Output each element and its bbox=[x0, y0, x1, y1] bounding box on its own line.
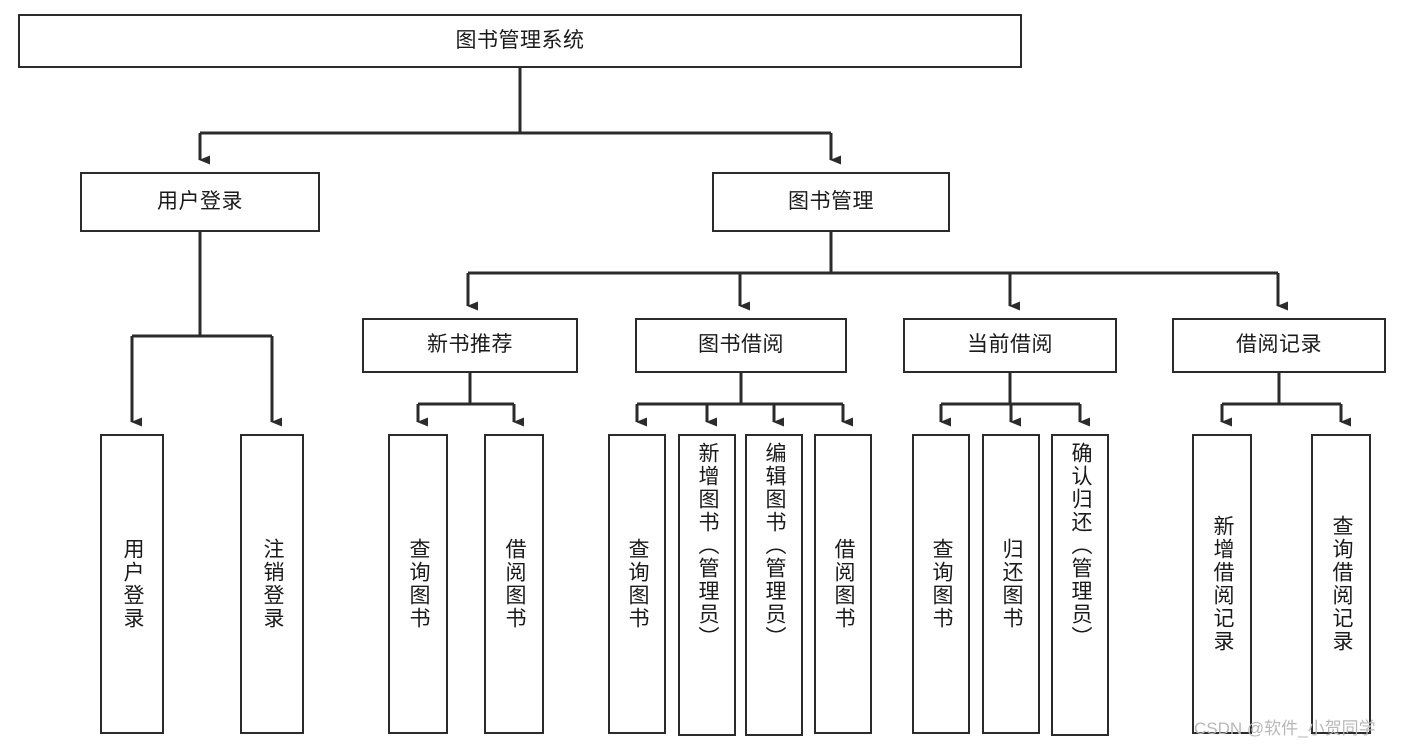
node-leaf-logout[interactable]: 注销登录 bbox=[240, 434, 304, 734]
node-leaf-add-book-label: 新增图书（管理员） bbox=[696, 442, 720, 649]
node-leaf-user-login-label: 用户登录 bbox=[121, 538, 145, 630]
node-new-book-rec[interactable]: 新书推荐 bbox=[362, 318, 578, 373]
node-current-borrow-label: 当前借阅 bbox=[967, 333, 1053, 357]
node-leaf-return-book[interactable]: 归还图书 bbox=[982, 434, 1040, 734]
node-user-login-label: 用户登录 bbox=[157, 189, 243, 213]
node-leaf-confirm-return-label: 确认归还（管理员） bbox=[1069, 442, 1093, 649]
node-borrow-record[interactable]: 借阅记录 bbox=[1172, 318, 1386, 373]
node-leaf-edit-book-label: 编辑图书（管理员） bbox=[763, 442, 787, 649]
node-leaf-query-record-label: 查询借阅记录 bbox=[1330, 515, 1354, 653]
node-leaf-query-book-2-label: 查询图书 bbox=[626, 538, 650, 630]
node-borrow-record-label: 借阅记录 bbox=[1236, 333, 1322, 357]
node-book-manage-label: 图书管理 bbox=[788, 189, 874, 213]
node-book-borrow-label: 图书借阅 bbox=[698, 333, 784, 357]
node-current-borrow[interactable]: 当前借阅 bbox=[903, 318, 1117, 373]
node-leaf-add-record[interactable]: 新增借阅记录 bbox=[1192, 434, 1252, 734]
node-book-borrow[interactable]: 图书借阅 bbox=[635, 318, 847, 373]
node-leaf-borrow-book-2[interactable]: 借阅图书 bbox=[814, 434, 872, 734]
node-leaf-confirm-return[interactable]: 确认归还（管理员） bbox=[1051, 434, 1109, 736]
node-leaf-add-book[interactable]: 新增图书（管理员） bbox=[678, 434, 736, 736]
csdn-watermark: CSDN @软件_小贺同学 bbox=[1194, 719, 1376, 738]
node-leaf-add-record-label: 新增借阅记录 bbox=[1211, 515, 1235, 653]
node-leaf-query-book-3-label: 查询图书 bbox=[930, 538, 954, 630]
node-leaf-return-book-label: 归还图书 bbox=[1000, 538, 1024, 630]
node-leaf-borrow-book-2-label: 借阅图书 bbox=[832, 538, 856, 630]
node-leaf-query-record[interactable]: 查询借阅记录 bbox=[1311, 434, 1371, 734]
node-leaf-logout-label: 注销登录 bbox=[261, 538, 285, 630]
node-new-book-rec-label: 新书推荐 bbox=[427, 333, 513, 357]
node-book-manage[interactable]: 图书管理 bbox=[712, 172, 950, 232]
node-leaf-user-login[interactable]: 用户登录 bbox=[100, 434, 164, 734]
node-root-label: 图书管理系统 bbox=[455, 28, 585, 52]
node-leaf-borrow-book-1[interactable]: 借阅图书 bbox=[484, 434, 544, 734]
node-leaf-borrow-book-1-label: 借阅图书 bbox=[503, 538, 527, 630]
node-leaf-query-book-3[interactable]: 查询图书 bbox=[912, 434, 970, 734]
node-leaf-query-book-2[interactable]: 查询图书 bbox=[608, 434, 666, 734]
node-leaf-query-book-1[interactable]: 查询图书 bbox=[388, 434, 448, 734]
node-user-login[interactable]: 用户登录 bbox=[80, 172, 320, 232]
node-leaf-edit-book[interactable]: 编辑图书（管理员） bbox=[745, 434, 803, 736]
node-root[interactable]: 图书管理系统 bbox=[18, 14, 1022, 68]
node-leaf-query-book-1-label: 查询图书 bbox=[407, 538, 431, 630]
